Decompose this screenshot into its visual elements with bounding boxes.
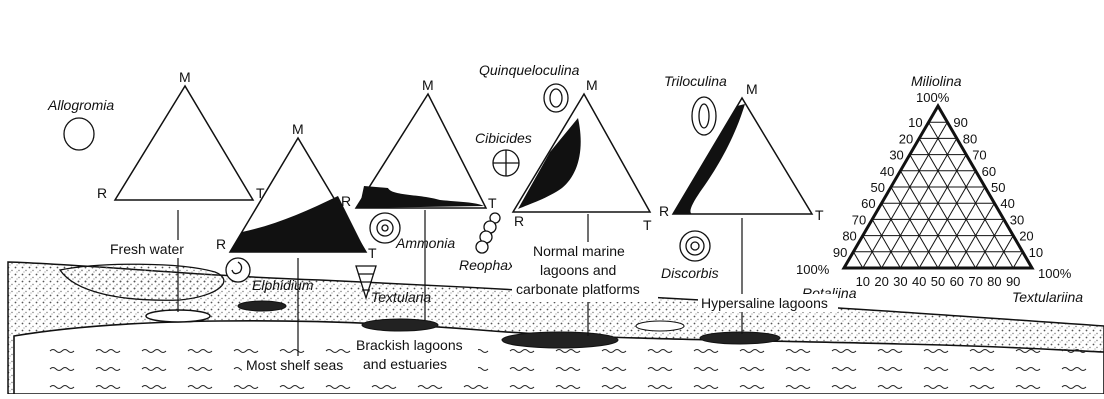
- ternary-fresh-water: M R T: [97, 69, 265, 201]
- key-label-textulariina: Textulariina: [1012, 289, 1083, 305]
- vertex-m: M: [422, 77, 434, 93]
- quinqueloculina-shell-icon: [544, 84, 568, 112]
- key-tick-right: 40: [1000, 196, 1014, 211]
- vertex-r: R: [659, 203, 669, 219]
- key-tick-bottom: 90: [1006, 274, 1020, 289]
- key-grid-line: [910, 155, 976, 268]
- brackish-lagoon: [362, 319, 438, 331]
- key-tick-left: 50: [871, 180, 885, 195]
- key-tick-bottom: 20: [874, 274, 888, 289]
- key-tick-bottom: 40: [912, 274, 926, 289]
- ternary-hypersaline: M R T: [659, 81, 824, 223]
- cibicides-shell-icon: [493, 150, 519, 176]
- key-label-miliolina: Miliolina: [911, 73, 962, 89]
- discorbis-shell-icon: [680, 231, 710, 261]
- key-tick-left: 80: [842, 229, 856, 244]
- key-tick-left: 70: [852, 212, 866, 227]
- key-tick-bottom: 70: [968, 274, 982, 289]
- key-tick-bottom: 30: [893, 274, 907, 289]
- ternary-key: Miliolina 100% 100% 100% Rotaliina Textu…: [796, 73, 1083, 305]
- label-brackish-line1: Brackish lagoons: [356, 337, 463, 353]
- key-tick-left: 20: [899, 131, 913, 146]
- label-reophax: Reophax: [459, 257, 516, 273]
- label-most-shelf-seas: Most shelf seas: [246, 357, 343, 373]
- key-tick-right: 50: [991, 180, 1005, 195]
- key-top-percent: 100%: [916, 90, 950, 105]
- key-tick-right: 10: [1029, 245, 1043, 260]
- label-textularia: Textularia: [371, 289, 431, 305]
- key-tick-right: 20: [1019, 229, 1033, 244]
- key-grid-line: [891, 187, 938, 268]
- normal-marine-lagoon: [502, 332, 618, 348]
- key-grid-line: [900, 155, 966, 268]
- vertex-t: T: [488, 195, 497, 211]
- triangle-outline: [115, 86, 253, 200]
- triloculina-shell-icon: [692, 97, 716, 135]
- label-normal-marine-line1: Normal marine: [533, 243, 625, 259]
- key-grid-line: [1013, 252, 1022, 268]
- key-tick-right: 80: [963, 131, 977, 146]
- allogromia-shell-icon: [64, 118, 94, 150]
- hypersaline-lagoon: [700, 332, 780, 344]
- label-normal-marine-line2: lagoons and: [540, 262, 616, 278]
- label-discorbis: Discorbis: [661, 265, 719, 281]
- label-normal-marine-line3: carbonate platforms: [516, 281, 640, 297]
- label-fresh-water: Fresh water: [110, 241, 184, 257]
- key-tick-left: 10: [908, 115, 922, 130]
- key-left-percent: 100%: [796, 262, 830, 277]
- key-tick-bottom: 10: [856, 274, 870, 289]
- key-grid-line: [853, 252, 862, 268]
- vertex-r: R: [216, 236, 226, 252]
- ternary-normal-marine: M R T: [513, 77, 652, 233]
- vertex-r: R: [341, 193, 351, 209]
- key-ticks-bottom: 10 20 30 40 50 60 70 80 90: [856, 274, 1021, 289]
- vertex-t: T: [643, 217, 652, 233]
- label-ammonia: Ammonia: [395, 235, 455, 251]
- label-elphidium: Elphidium: [252, 277, 314, 293]
- vertex-t: T: [815, 207, 824, 223]
- shelf-pool: [238, 301, 286, 311]
- vertex-r: R: [514, 213, 524, 229]
- vertex-m: M: [179, 69, 191, 85]
- vertex-m: M: [292, 121, 304, 137]
- key-tick-right: 30: [1010, 212, 1024, 227]
- key-tick-left: 40: [880, 164, 894, 179]
- carbonate-platform-pool: [636, 321, 684, 331]
- key-right-percent: 100%: [1038, 266, 1072, 281]
- label-cibicides: Cibicides: [475, 130, 532, 146]
- label-allogromia: Allogromia: [47, 97, 114, 113]
- vertex-m: M: [586, 77, 598, 93]
- elphidium-shell-icon: [226, 258, 250, 282]
- key-tick-bottom: 80: [987, 274, 1001, 289]
- label-quinqueloculina: Quinqueloculina: [479, 62, 580, 78]
- key-grid-line: [938, 187, 985, 268]
- label-triloculina: Triloculina: [664, 73, 727, 89]
- key-tick-right: 90: [953, 115, 967, 130]
- key-tick-left: 90: [833, 245, 847, 260]
- key-tick-bottom: 50: [931, 274, 945, 289]
- key-tick-left: 60: [861, 196, 875, 211]
- key-grid: [853, 122, 1022, 268]
- label-hypersaline: Hypersaline lagoons: [701, 295, 828, 311]
- ternary-brackish: M R T: [341, 77, 497, 211]
- key-tick-bottom: 60: [950, 274, 964, 289]
- vertex-t: T: [368, 245, 377, 261]
- vertex-r: R: [97, 185, 107, 201]
- label-brackish-line2: and estuaries: [363, 356, 447, 372]
- reophax-shell-icon: [476, 213, 500, 253]
- key-tick-left: 30: [889, 148, 903, 163]
- key-tick-right: 60: [982, 164, 996, 179]
- key-tick-right: 70: [972, 148, 986, 163]
- vertex-m: M: [746, 81, 758, 97]
